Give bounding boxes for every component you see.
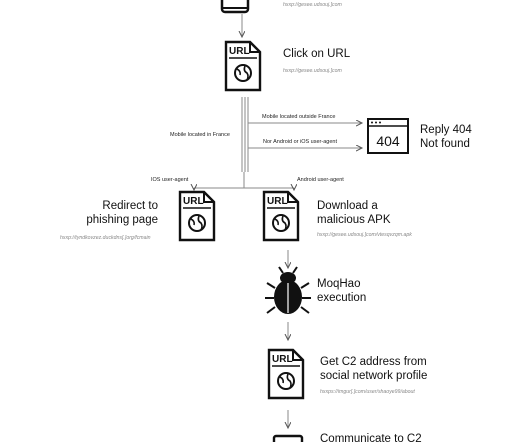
url-document-icon: URL: [267, 348, 305, 400]
moqhao-title: MoqHao execution: [317, 277, 366, 305]
svg-text:URL: URL: [183, 196, 204, 207]
edge-android: Android user-agent: [297, 177, 344, 183]
svg-text:URL: URL: [272, 354, 293, 365]
click-url-address: hxxp://gesee.udsouj.]com: [283, 68, 342, 74]
redirect-line2: phishing page: [86, 214, 158, 226]
c2-title: Get C2 address from social network profi…: [320, 355, 427, 383]
top-url-label: hxxp://gesee.udsouj.]com: [283, 2, 342, 8]
edge-in-france: Mobile located in France: [170, 132, 230, 138]
download-line1: Download a: [317, 200, 378, 212]
edge-outside-france: Mobile located outside France: [262, 114, 336, 120]
reply-404-line2: Not found: [420, 138, 470, 150]
malware-bug-icon: [265, 266, 311, 314]
svg-text:URL: URL: [229, 46, 250, 57]
monitor-icon: [272, 434, 304, 442]
download-line2: malicious APK: [317, 214, 391, 226]
svg-text:404: 404: [376, 133, 400, 149]
c2-url: hxxps://imgur[.]com/user/shaoye99/about: [320, 389, 415, 395]
redirect-url: hxxp://tyndkovzez.duckdns[.]org/fcmain: [60, 235, 151, 241]
reply-404-line1: Reply 404: [420, 124, 472, 136]
redirect-line1: Redirect to: [102, 200, 158, 212]
c2-line2: social network profile: [320, 370, 428, 382]
url-document-icon: URL: [224, 40, 262, 92]
moqhao-line2: execution: [317, 292, 367, 304]
moqhao-line1: MoqHao: [317, 278, 361, 290]
smartphone-icon: [220, 0, 250, 14]
edge-not-android-ios: Nor Android or iOS user-agent: [263, 139, 337, 145]
download-url: hxxp://gesee.udsouj.]com/vtesqvzqm.apk: [317, 232, 412, 238]
click-url-title: Click on URL: [283, 48, 351, 60]
connectors: [194, 14, 362, 428]
browser-404-icon: 404: [367, 118, 409, 154]
c2-line1: Get C2 address from: [320, 356, 427, 368]
redirect-title: Redirect to phishing page: [60, 199, 158, 227]
reply-404-title: Reply 404 Not found: [420, 123, 472, 151]
url-document-icon: URL: [178, 190, 216, 242]
edge-ios: IOS user-agent: [151, 177, 189, 183]
svg-text:URL: URL: [267, 196, 288, 207]
download-title: Download a malicious APK: [317, 199, 391, 227]
url-document-icon: URL: [262, 190, 300, 242]
communicate-title: Communicate to C2: [320, 433, 422, 445]
